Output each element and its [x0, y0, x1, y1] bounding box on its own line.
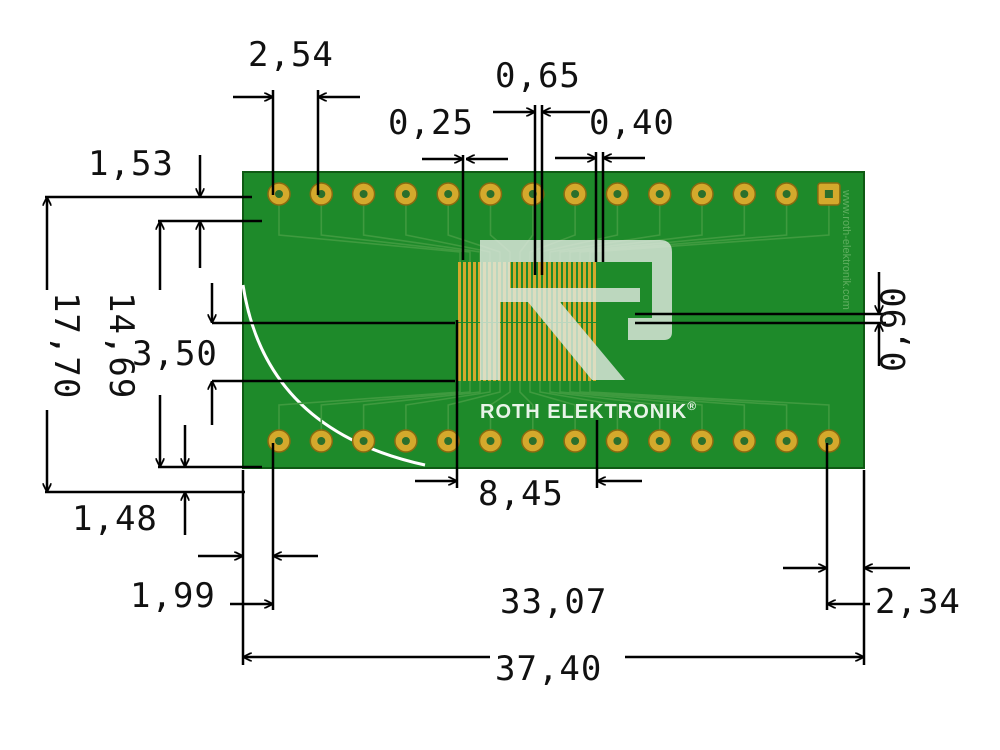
trace [320, 381, 471, 432]
pin-hole [275, 437, 283, 445]
pcb-board: ROTH ELEKTRONIK® www.roth-elektronik.com [241, 171, 865, 469]
bottom-pin-row [267, 429, 841, 453]
pin-hole [486, 437, 495, 445]
fine-pad [503, 323, 506, 381]
top-pin-row [267, 182, 841, 206]
trace [362, 381, 481, 432]
dim-pad-gap-label: 0,40 [589, 103, 675, 143]
dim-pitch-label: 2,54 [248, 35, 334, 75]
trace [320, 205, 471, 262]
dim-row-spacing-label: 14,69 [101, 292, 141, 399]
fine-pad [478, 323, 481, 381]
trace [278, 381, 461, 432]
brand-label: ROTH ELEKTRONIK® [480, 399, 697, 423]
pin-hole [782, 190, 791, 198]
pin-hole [571, 437, 580, 445]
pin-hole [824, 190, 833, 198]
dim-top-edge-label: 1,53 [88, 144, 174, 184]
dim-pad-offset-label: 0,90 [874, 286, 914, 372]
dim-pad-array-width-label: 8,45 [478, 474, 564, 514]
dim-board-height-label: 17,70 [46, 292, 86, 399]
fine-pad [533, 323, 536, 381]
fine-pad [513, 323, 516, 381]
fine-pad [463, 323, 466, 381]
fine-pad [518, 323, 521, 381]
dim-pad-pitch-label: 0,65 [495, 56, 581, 96]
pin-hole [317, 190, 326, 198]
fine-pad [548, 323, 551, 381]
pin-hole [486, 190, 495, 198]
fine-pad [508, 323, 511, 381]
pin-hole [401, 190, 410, 198]
trace [405, 381, 491, 432]
pin-hole [444, 437, 453, 445]
roth-logo-icon [480, 240, 672, 380]
dim-pin-span-label: 33,07 [500, 582, 607, 622]
pin-hole [655, 190, 664, 198]
pin-hole [613, 437, 622, 445]
dim-board-width-label: 37,40 [495, 649, 602, 689]
pin-hole [317, 437, 326, 445]
trace [539, 381, 619, 432]
fine-pad [523, 323, 526, 381]
fine-pad [468, 323, 471, 381]
dim-right-edge-label: 2,34 [875, 582, 961, 622]
fine-pad [478, 262, 481, 322]
trace [559, 381, 703, 432]
pin-hole [359, 190, 368, 198]
fine-pad [468, 262, 471, 322]
fine-pad [543, 323, 546, 381]
trace [519, 381, 534, 432]
trace [579, 381, 788, 432]
dim-left-edge-label: 1,99 [130, 576, 216, 616]
trace [489, 381, 511, 432]
trace [529, 381, 576, 432]
dimension-labels: 2,54 0,65 0,25 0,40 1,53 17,70 14,69 3,5… [46, 35, 961, 689]
fine-pad [563, 323, 566, 381]
fine-pad [538, 323, 541, 381]
silkscreen-arc [241, 284, 426, 467]
fine-pad [473, 262, 476, 322]
trace [447, 381, 501, 432]
pin-hole [698, 437, 706, 445]
pin-hole [698, 190, 706, 198]
fine-pad [558, 323, 561, 381]
pin-hole [275, 190, 283, 198]
pin-hole [359, 437, 368, 445]
pin-hole [401, 437, 410, 445]
fine-pad [553, 323, 556, 381]
pin-hole [571, 190, 580, 198]
fine-pad [473, 323, 476, 381]
fine-pad [458, 323, 461, 381]
fine-pad [458, 262, 461, 322]
pin-hole [782, 437, 791, 445]
trace [569, 381, 746, 432]
pin-hole [444, 190, 453, 198]
dim-bottom-edge-label: 1,48 [72, 499, 158, 539]
pin-hole [740, 190, 749, 198]
pin-hole [740, 437, 749, 445]
fine-pad [528, 323, 531, 381]
trace [549, 381, 661, 432]
pin-hole [613, 190, 622, 198]
fine-pad [463, 262, 466, 322]
trace [278, 205, 461, 262]
pin-hole [528, 437, 537, 445]
dimension-lines [45, 90, 910, 665]
pin-hole [655, 437, 664, 445]
dim-pad-length-label: 3,50 [132, 334, 218, 374]
url-label: www.roth-elektronik.com [840, 189, 852, 310]
trace [589, 381, 830, 432]
dim-pad-width-label: 0,25 [388, 103, 474, 143]
